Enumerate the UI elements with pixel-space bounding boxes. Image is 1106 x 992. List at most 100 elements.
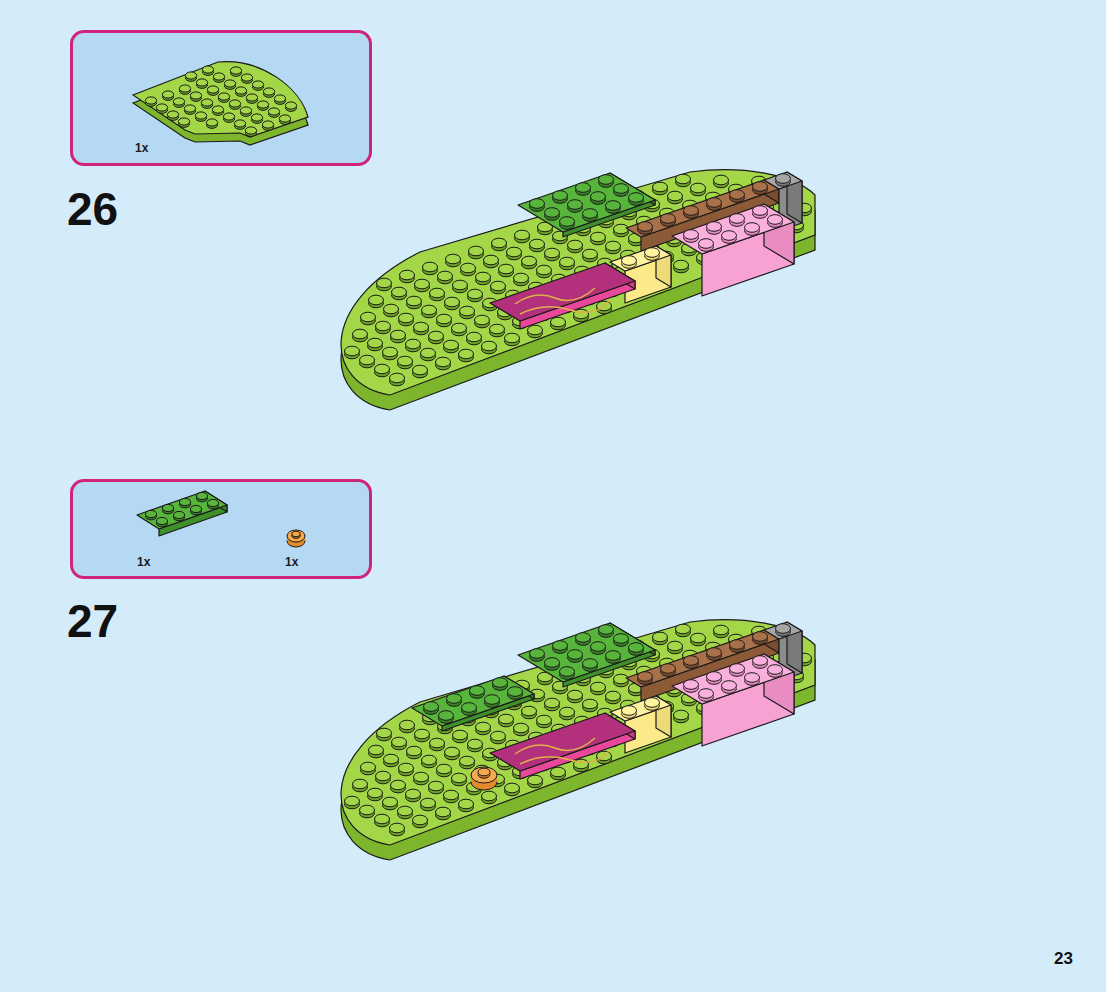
stud	[213, 73, 224, 80]
stud	[576, 633, 591, 643]
stud	[528, 325, 543, 335]
stud	[235, 87, 246, 94]
brick-face	[610, 696, 671, 721]
stud	[196, 492, 207, 499]
stud	[368, 338, 383, 348]
stud	[399, 313, 414, 323]
stud	[560, 707, 575, 717]
stud	[551, 317, 566, 327]
stud	[201, 99, 212, 106]
stud	[353, 329, 368, 339]
stud	[553, 641, 568, 651]
stud	[661, 214, 676, 224]
stud	[691, 633, 706, 643]
stud	[583, 249, 598, 259]
stud	[599, 175, 614, 185]
stud	[424, 702, 439, 712]
stud	[753, 182, 768, 192]
stud	[553, 191, 568, 201]
stud	[591, 232, 606, 242]
stud	[384, 754, 399, 764]
stud	[292, 531, 300, 536]
stud	[461, 263, 476, 273]
stud	[224, 80, 235, 87]
stud	[202, 66, 213, 73]
part-plate-round	[133, 62, 308, 145]
stud	[537, 715, 552, 725]
model-assembly	[341, 620, 815, 860]
stud	[707, 672, 722, 682]
stud	[499, 264, 514, 274]
stud	[279, 115, 290, 122]
art-shape	[287, 530, 305, 542]
stud	[568, 200, 583, 210]
stud	[246, 94, 257, 101]
brick-face	[672, 204, 794, 254]
stud	[514, 273, 529, 283]
stud	[245, 127, 256, 134]
stud	[661, 664, 676, 674]
stud	[375, 814, 390, 824]
stud	[241, 74, 252, 81]
stud	[446, 254, 461, 264]
stud	[368, 788, 383, 798]
stud	[390, 373, 405, 383]
stud	[179, 85, 190, 92]
stud	[274, 95, 285, 102]
plate-top	[133, 62, 308, 137]
stud	[476, 722, 491, 732]
stud	[691, 183, 706, 193]
stud	[436, 357, 451, 367]
stud	[185, 72, 196, 79]
stud	[398, 356, 413, 366]
stud	[422, 755, 437, 765]
stud	[453, 280, 468, 290]
stud	[406, 789, 421, 799]
stud	[560, 667, 575, 677]
stud	[499, 714, 514, 724]
stud	[445, 297, 460, 307]
stud	[522, 256, 537, 266]
stud	[195, 112, 206, 119]
stud	[145, 97, 156, 104]
stud	[462, 703, 477, 713]
stud	[528, 775, 543, 785]
stud	[629, 643, 644, 653]
stud	[407, 746, 422, 756]
stud	[599, 625, 614, 635]
stud	[460, 306, 475, 316]
stud	[439, 711, 454, 721]
stud	[722, 681, 737, 691]
stud	[230, 67, 241, 74]
stud	[422, 305, 437, 315]
stud	[515, 230, 530, 240]
stud	[614, 634, 629, 644]
stud	[530, 199, 545, 209]
stud	[668, 191, 683, 201]
stud	[470, 686, 485, 696]
stud	[377, 278, 392, 288]
stud	[460, 756, 475, 766]
part-count: 1x	[285, 556, 298, 568]
stud	[383, 797, 398, 807]
stud	[490, 324, 505, 334]
stud	[574, 309, 589, 319]
stud	[430, 288, 445, 298]
stud	[768, 215, 783, 225]
stud	[560, 257, 575, 267]
stud	[707, 222, 722, 232]
stud	[714, 175, 729, 185]
stud	[505, 333, 520, 343]
stud	[384, 304, 399, 314]
stud	[345, 346, 360, 356]
model-assembly	[341, 170, 815, 410]
stud	[369, 295, 384, 305]
part-plate	[137, 491, 227, 536]
stud	[376, 771, 391, 781]
stud	[212, 106, 223, 113]
stud	[583, 699, 598, 709]
stud	[668, 641, 683, 651]
stud	[453, 730, 468, 740]
stud	[568, 650, 583, 660]
stud	[437, 314, 452, 324]
